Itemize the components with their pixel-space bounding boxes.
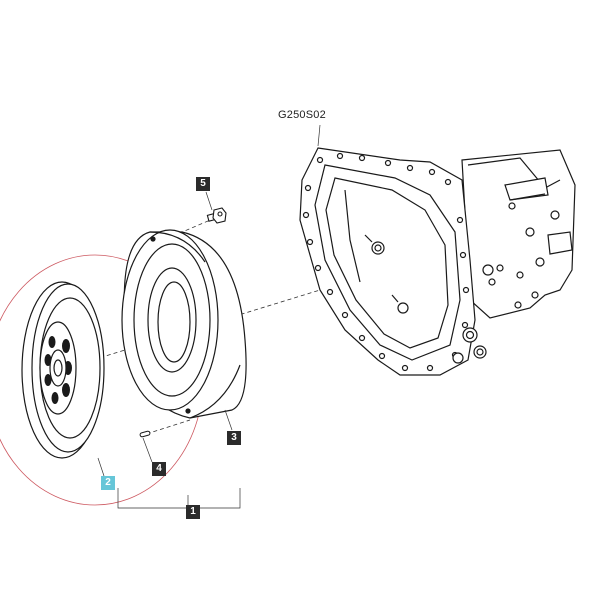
clutch-disc[interactable] <box>21 281 105 459</box>
transmission-housing <box>299 147 576 376</box>
bolt[interactable] <box>206 207 227 224</box>
callout-1[interactable]: 1 <box>186 505 200 519</box>
dowel-pin[interactable] <box>139 430 151 438</box>
pressure-plate[interactable] <box>121 229 247 419</box>
diagram-code-label: G250S02 <box>278 109 326 121</box>
callout-2-highlighted[interactable]: 2 <box>101 476 115 490</box>
callout-3[interactable]: 3 <box>227 431 241 445</box>
callout-4[interactable]: 4 <box>152 462 166 476</box>
callout-5[interactable]: 5 <box>196 177 210 191</box>
